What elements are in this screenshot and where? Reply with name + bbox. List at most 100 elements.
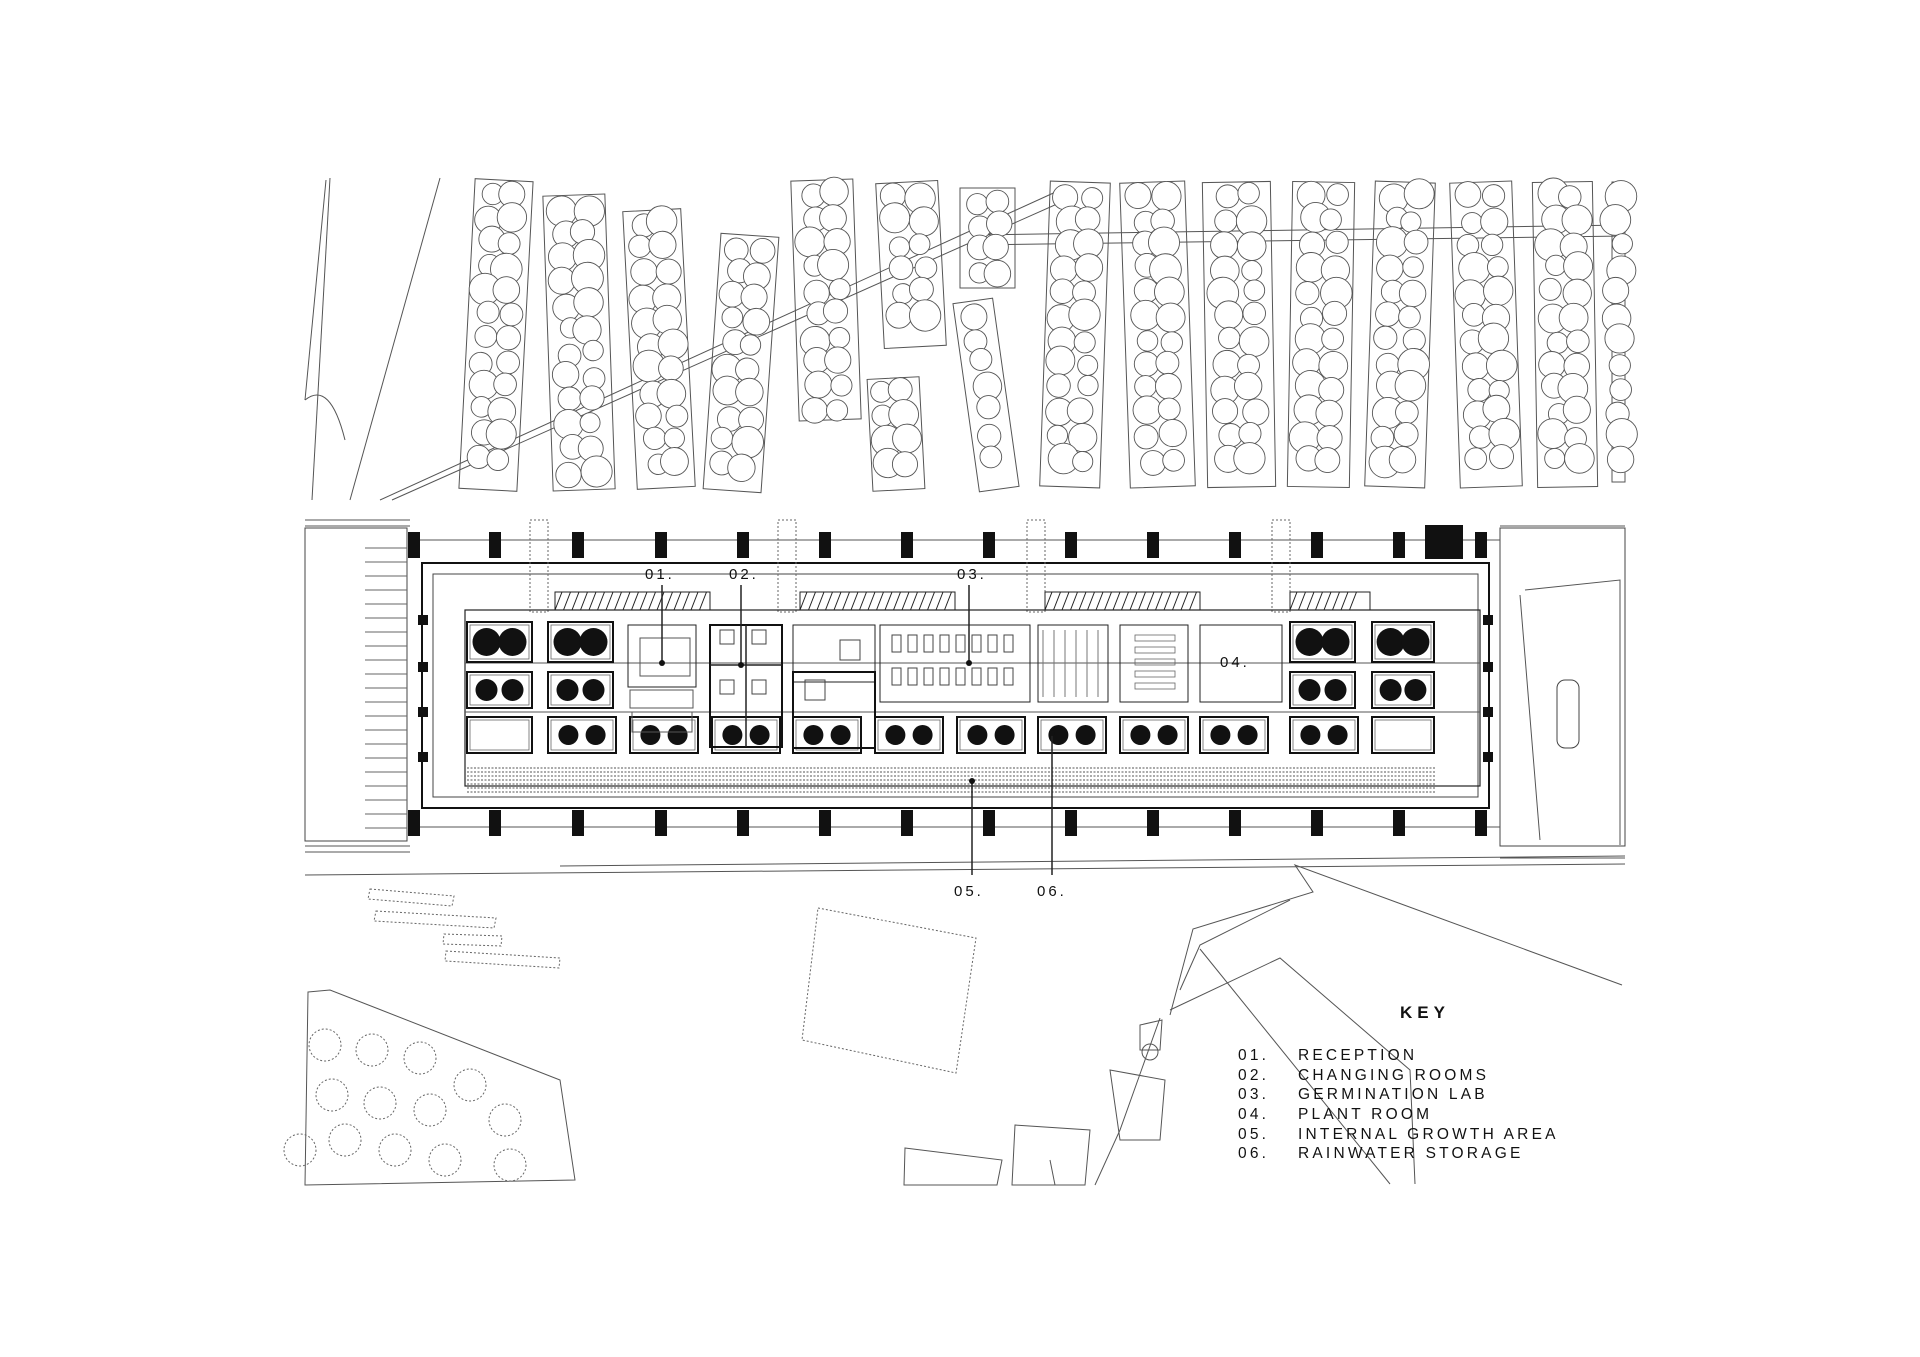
tree-canopy <box>1325 230 1349 254</box>
column <box>1483 752 1493 762</box>
stair-treads <box>554 591 1357 611</box>
tree-canopy <box>1398 279 1427 308</box>
storage-tank <box>667 725 688 745</box>
tree-canopy <box>493 372 517 397</box>
lab-bench <box>971 634 982 653</box>
site-circle <box>453 1068 487 1102</box>
grow-module <box>1119 716 1189 754</box>
tree-canopy <box>1318 350 1349 381</box>
tree-canopy <box>1318 377 1345 403</box>
grow-module <box>547 621 614 663</box>
grow-module <box>1371 716 1435 754</box>
tree-canopy <box>496 202 528 233</box>
storage-tank <box>1327 725 1348 745</box>
tree-canopy <box>1486 256 1509 278</box>
tree-canopy <box>1376 254 1404 283</box>
tree-canopy <box>579 412 601 434</box>
tree-canopy <box>1157 397 1181 421</box>
site-circle <box>378 1133 412 1167</box>
tree-canopy <box>909 299 942 332</box>
tree-canopy <box>1212 398 1239 425</box>
grow-module <box>1289 621 1356 663</box>
tree-canopy <box>1136 330 1159 352</box>
tree-canopy <box>908 233 931 256</box>
tree-bed <box>458 178 534 492</box>
key-item-text: RAINWATER STORAGE <box>1298 1145 1524 1162</box>
tree-canopy <box>801 397 828 424</box>
tree-canopy <box>665 404 689 428</box>
column <box>1147 532 1159 558</box>
site-circle <box>355 1033 389 1067</box>
tree-bed <box>866 376 926 492</box>
label-05: 05. <box>954 883 984 900</box>
tree-bed <box>1201 180 1277 489</box>
tree-canopy <box>1237 182 1260 205</box>
site-context-lower <box>283 864 1623 1186</box>
tree-canopy <box>1214 209 1238 233</box>
grow-module <box>1371 671 1435 709</box>
tree-canopy <box>817 249 850 281</box>
tree-canopy <box>828 278 851 301</box>
tree-canopy <box>1074 253 1104 282</box>
tree-canopy <box>1562 395 1591 424</box>
storage-tank <box>1210 725 1231 745</box>
column <box>655 810 667 836</box>
storage-tank <box>994 725 1015 745</box>
column <box>1229 532 1241 558</box>
tree-canopy <box>1538 277 1562 301</box>
tree-bed <box>1364 178 1436 489</box>
growing-modules <box>466 621 1435 754</box>
tree-canopy <box>1326 183 1349 206</box>
storage-tank <box>475 679 498 701</box>
column <box>819 810 831 836</box>
tree-canopy <box>1151 181 1182 212</box>
label-01: 01. <box>645 566 675 583</box>
key-legend: KEY 01. RECEPTION 02. CHANGING ROOMS 03.… <box>1238 1003 1559 1162</box>
tree-canopy <box>573 287 604 318</box>
tree-canopy <box>1316 425 1343 452</box>
storage-tank <box>501 679 524 701</box>
column <box>1147 810 1159 836</box>
storage-tank <box>1237 725 1258 745</box>
site-circle <box>403 1041 437 1075</box>
storage-tank <box>472 628 501 656</box>
tree-canopy <box>630 258 658 286</box>
lab-bench <box>891 634 902 653</box>
tree-canopy <box>1395 400 1419 425</box>
tree-canopy <box>1236 231 1267 261</box>
tree-canopy <box>982 233 1009 261</box>
grow-module <box>1037 716 1107 754</box>
lab-bench <box>891 667 902 686</box>
tree-canopy <box>1558 302 1589 333</box>
key-item-text: RECEPTION <box>1298 1047 1417 1064</box>
tree-canopy <box>663 427 685 449</box>
tree-canopy <box>1046 373 1071 398</box>
storage-tank <box>582 679 605 701</box>
tree-bed <box>622 205 696 490</box>
column <box>418 615 428 625</box>
tree-canopy <box>551 360 580 389</box>
key-item-text: INTERNAL GROWTH AREA <box>1298 1126 1559 1143</box>
tree-canopy <box>1132 395 1162 425</box>
germination-lab-benches <box>879 624 1031 703</box>
storage-tank <box>640 725 661 745</box>
tree-canopy <box>1295 281 1320 306</box>
storage-tank <box>1295 628 1324 656</box>
tree-canopy <box>822 298 849 324</box>
tree-canopy <box>1398 305 1421 329</box>
tree-canopy <box>1537 418 1569 449</box>
tree-canopy <box>794 226 826 258</box>
site-circle <box>308 1028 342 1062</box>
tree-canopy <box>1468 425 1493 449</box>
grow-module <box>466 621 533 663</box>
tree-canopy <box>1154 372 1182 400</box>
tree-canopy <box>1373 325 1398 350</box>
grow-module <box>547 671 614 709</box>
storage-tank <box>1157 725 1178 745</box>
tree-canopy <box>1480 207 1509 236</box>
storage-tank <box>1379 679 1402 701</box>
grow-module <box>1199 716 1269 754</box>
tree-canopy <box>1461 352 1490 381</box>
column <box>737 532 749 558</box>
tree-canopy <box>648 230 677 259</box>
